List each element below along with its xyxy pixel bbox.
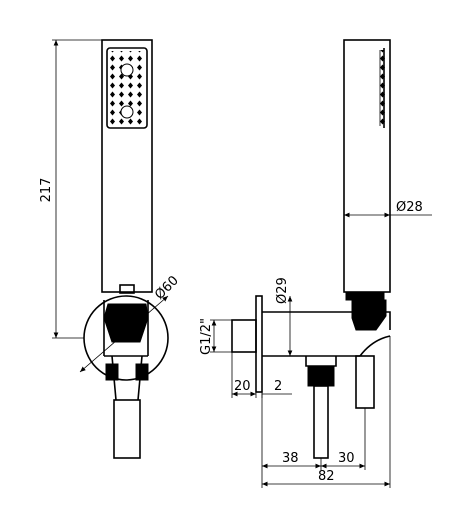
side-wall-flange bbox=[255, 295, 263, 393]
holder-post bbox=[355, 355, 375, 409]
holder-clamp bbox=[103, 303, 149, 343]
diameter-60-label: Ø60 bbox=[152, 273, 182, 303]
dim-30-label: 30 bbox=[338, 451, 355, 466]
dim-82-label: 82 bbox=[318, 469, 335, 484]
side-hose-nut bbox=[307, 365, 335, 387]
spray-face bbox=[106, 47, 148, 129]
diameter-28-label: Ø28 bbox=[396, 200, 423, 215]
thread-label: G1/2" bbox=[199, 318, 214, 355]
dim-2-label: 2 bbox=[274, 379, 282, 394]
dim-217-label: 217 bbox=[39, 178, 54, 203]
side-spray-nozzles bbox=[378, 50, 388, 126]
spray-nozzle-circle-bottom bbox=[120, 105, 134, 119]
hose-nut-right bbox=[135, 363, 149, 381]
diameter-60-leader bbox=[79, 295, 169, 373]
outlet-body-top bbox=[262, 311, 391, 330]
outlet-curve bbox=[359, 335, 391, 357]
front-hose bbox=[113, 399, 141, 459]
threaded-inlet bbox=[231, 319, 257, 353]
spray-nozzle-circle-top bbox=[120, 63, 134, 77]
handle-tab bbox=[119, 284, 135, 294]
front-handle-body bbox=[101, 39, 153, 293]
diameter-29-label: Ø29 bbox=[275, 277, 290, 304]
hose-elbow bbox=[305, 356, 337, 367]
side-holder-clamp bbox=[351, 299, 387, 331]
hose-nut-left bbox=[105, 363, 119, 381]
side-view: Ø28 Ø29 G1/2" 20 2 38 30 82 bbox=[199, 39, 432, 488]
front-view: Ø60 217 bbox=[39, 39, 182, 459]
dim-20-label: 20 bbox=[234, 379, 251, 394]
side-hose bbox=[313, 385, 329, 459]
dim-38-label: 38 bbox=[282, 451, 299, 466]
handle-bottom-nut bbox=[345, 291, 385, 301]
